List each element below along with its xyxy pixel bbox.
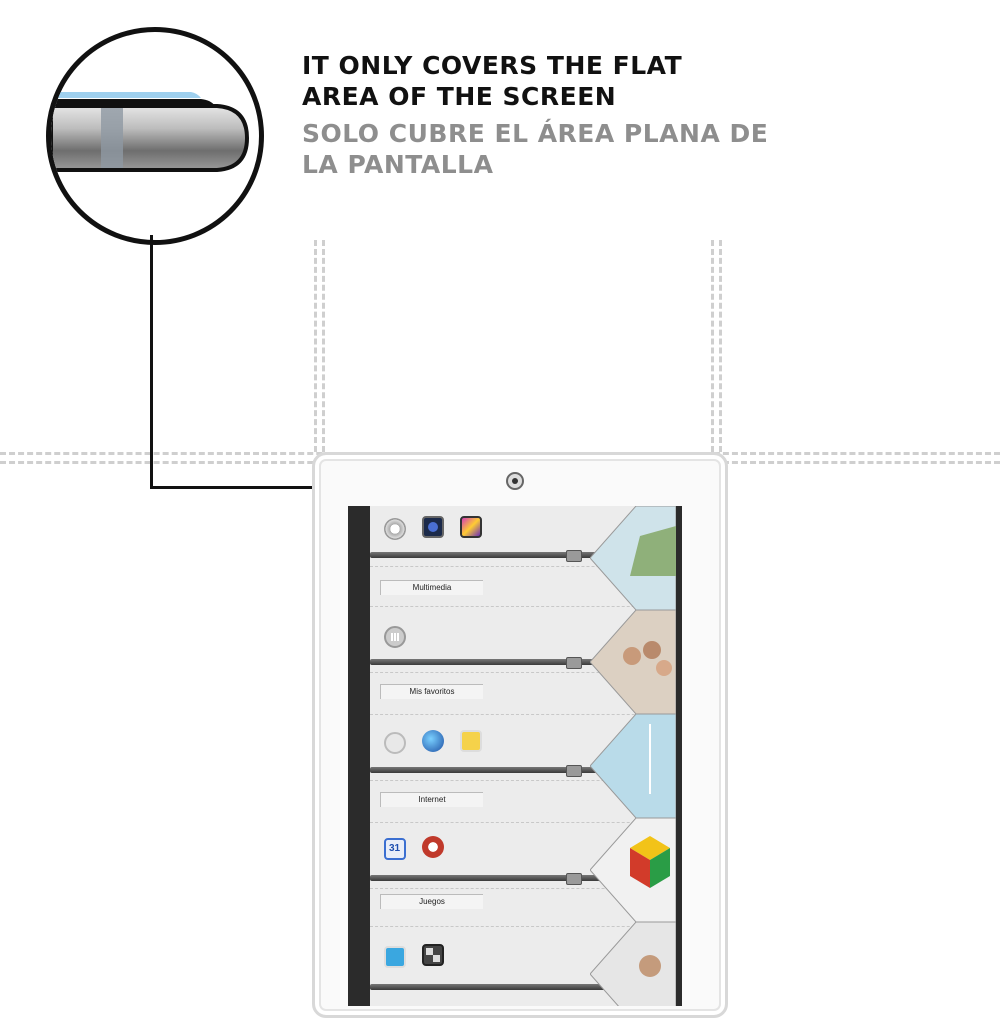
label-juegos[interactable]: Juegos [380,894,483,909]
guide-line-vertical-right-outer [719,240,722,452]
caption-english-line-1: IT ONLY COVERS THE FLAT [302,51,683,80]
arrow-photo-landscape [590,506,676,610]
guide-line-vertical-left-inner [322,240,325,452]
zipper-4 [566,873,582,885]
dash-line-2 [370,606,670,607]
browser-globe-icon[interactable] [422,730,444,752]
label-multimedia[interactable]: Multimedia [380,580,483,595]
label-mis-favoritos[interactable]: Mis favoritos [380,684,483,699]
mail-envelope-icon[interactable] [460,730,482,752]
dash-line-7 [370,888,670,889]
gallery-icon[interactable] [460,516,482,538]
app-grid-icon[interactable] [384,626,406,648]
settings-gear-icon[interactable] [384,518,406,540]
dash-line-1 [370,566,670,567]
browser-icon[interactable] [384,732,406,754]
camera-icon[interactable] [422,516,444,538]
dash-line-6 [370,822,670,823]
callout-line-vertical [150,235,153,489]
zipper-1 [566,550,582,562]
calendar-icon[interactable]: 31 [384,838,406,860]
screen-left-bar [348,506,370,1006]
zipper-2 [566,657,582,669]
shelf-divider-1 [370,552,638,558]
arrow-photo-people [590,922,676,1006]
caption-english-line-2: AREA OF THE SCREEN [302,82,617,111]
guide-line-vertical-left-outer [314,240,317,452]
label-internet[interactable]: Internet [380,792,483,807]
magnifier-circle [46,27,264,245]
shelf-divider-5 [370,984,638,990]
rubiks-cube-icon [590,818,676,922]
dash-line-4 [370,714,670,715]
tablet-screen: Multimedia Mis favoritos Internet 31 Jue… [348,506,682,1006]
caption-spanish-line-2: LA PANTALLA [302,150,494,179]
caption-spanish: SOLO CUBRE EL ÁREA PLANA DE LA PANTALLA [302,118,862,180]
dash-line-3 [370,672,670,673]
shelf-divider-4 [370,875,638,881]
arrow-photo-family [590,610,676,714]
dash-line-5 [370,780,670,781]
callout-line-horizontal [150,486,332,489]
calculator-icon[interactable] [422,944,444,966]
video-player-icon[interactable] [422,836,444,858]
market-icon[interactable] [384,946,406,968]
guide-line-vertical-right-inner [711,240,714,452]
screen-right-bar [676,506,682,1006]
front-camera-icon [506,472,524,490]
arrow-photo-sailing [590,714,676,818]
caption-spanish-line-1: SOLO CUBRE EL ÁREA PLANA DE [302,119,769,148]
dash-line-8 [370,926,670,927]
zipper-3 [566,765,582,777]
screen-edge-cross-section-icon [51,92,250,172]
shelf-divider-3 [370,767,638,773]
caption-english: IT ONLY COVERS THE FLAT AREA OF THE SCRE… [302,50,822,112]
shelf-divider-2 [370,659,638,665]
